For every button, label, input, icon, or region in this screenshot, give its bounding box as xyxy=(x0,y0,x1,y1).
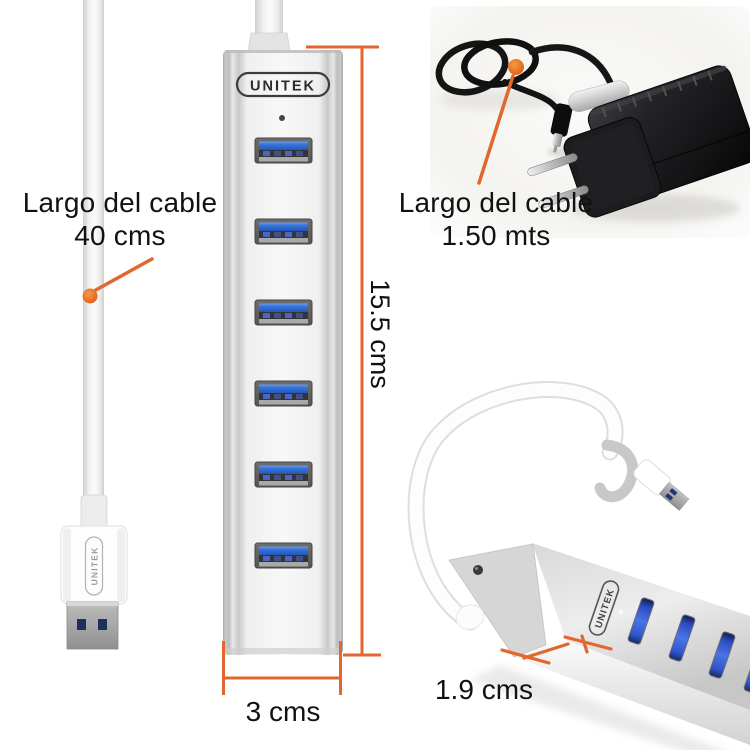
hub-front-face xyxy=(514,640,750,745)
annotation-pointer-line xyxy=(92,257,154,293)
cable-loop xyxy=(407,381,624,631)
hub-logo-outline xyxy=(235,71,331,98)
screw-hole xyxy=(473,565,483,575)
adapter-body xyxy=(527,65,750,218)
led-indicator xyxy=(279,115,285,121)
label-cable-left-line2: 40 cms xyxy=(74,220,166,251)
strain-relief xyxy=(80,494,108,530)
label-hub-width: 3 cms xyxy=(245,696,321,727)
power-adapter-photo xyxy=(430,6,750,238)
annotation-dot xyxy=(508,59,524,75)
left-usb-connector: UNITEK xyxy=(60,494,128,650)
left-cable-annotation xyxy=(82,257,154,304)
label-hub-height: 15.5 cms xyxy=(365,279,395,389)
dc-barrel-plug xyxy=(550,103,573,153)
plug-pin xyxy=(527,153,578,177)
cable-entry xyxy=(455,604,485,630)
plug-brand-text: UNITEK xyxy=(90,547,100,586)
cable-clip xyxy=(594,439,639,503)
hub-cable-collar xyxy=(247,32,291,53)
hub-brand-text: UNITEK xyxy=(250,79,316,95)
thickness-dimension-marks xyxy=(500,634,613,665)
angled-hub-bar: UNITEK xyxy=(448,543,750,745)
plug-metal-shell xyxy=(66,601,119,650)
plug-contact-slot xyxy=(98,619,107,630)
annotation-pointer-line xyxy=(477,74,515,185)
hub-end-face xyxy=(448,543,547,658)
label-hub-thickness: 1.9 cms xyxy=(434,674,534,705)
usb-cable xyxy=(83,0,104,500)
floating-usb-plug xyxy=(633,459,690,511)
label-cable-adapter-line1: Largo del cable xyxy=(398,187,594,218)
led-indicator xyxy=(618,609,624,615)
width-dimension-line xyxy=(222,641,342,695)
plug-pin xyxy=(538,185,589,209)
height-dimension-line xyxy=(306,45,381,657)
hub-cable-stub xyxy=(255,0,283,36)
plug-contact-slot xyxy=(77,619,86,630)
plug-logo-outline xyxy=(84,536,104,596)
label-cable-adapter-line2: 1.50 mts xyxy=(441,220,551,251)
annotation-dot xyxy=(82,288,98,304)
angled-hub-photo: UNITEK xyxy=(407,381,750,750)
label-cable-left: Largo del cable 40 cms xyxy=(8,186,232,252)
hub-body xyxy=(223,50,343,655)
label-cable-left-line1: Largo del cable xyxy=(22,187,218,218)
label-cable-adapter: Largo del cable 1.50 mts xyxy=(384,186,608,252)
adapter-annotation xyxy=(477,59,524,185)
left-cable-photo: UNITEK xyxy=(60,0,154,650)
hub-front-photo: UNITEK xyxy=(223,0,343,655)
